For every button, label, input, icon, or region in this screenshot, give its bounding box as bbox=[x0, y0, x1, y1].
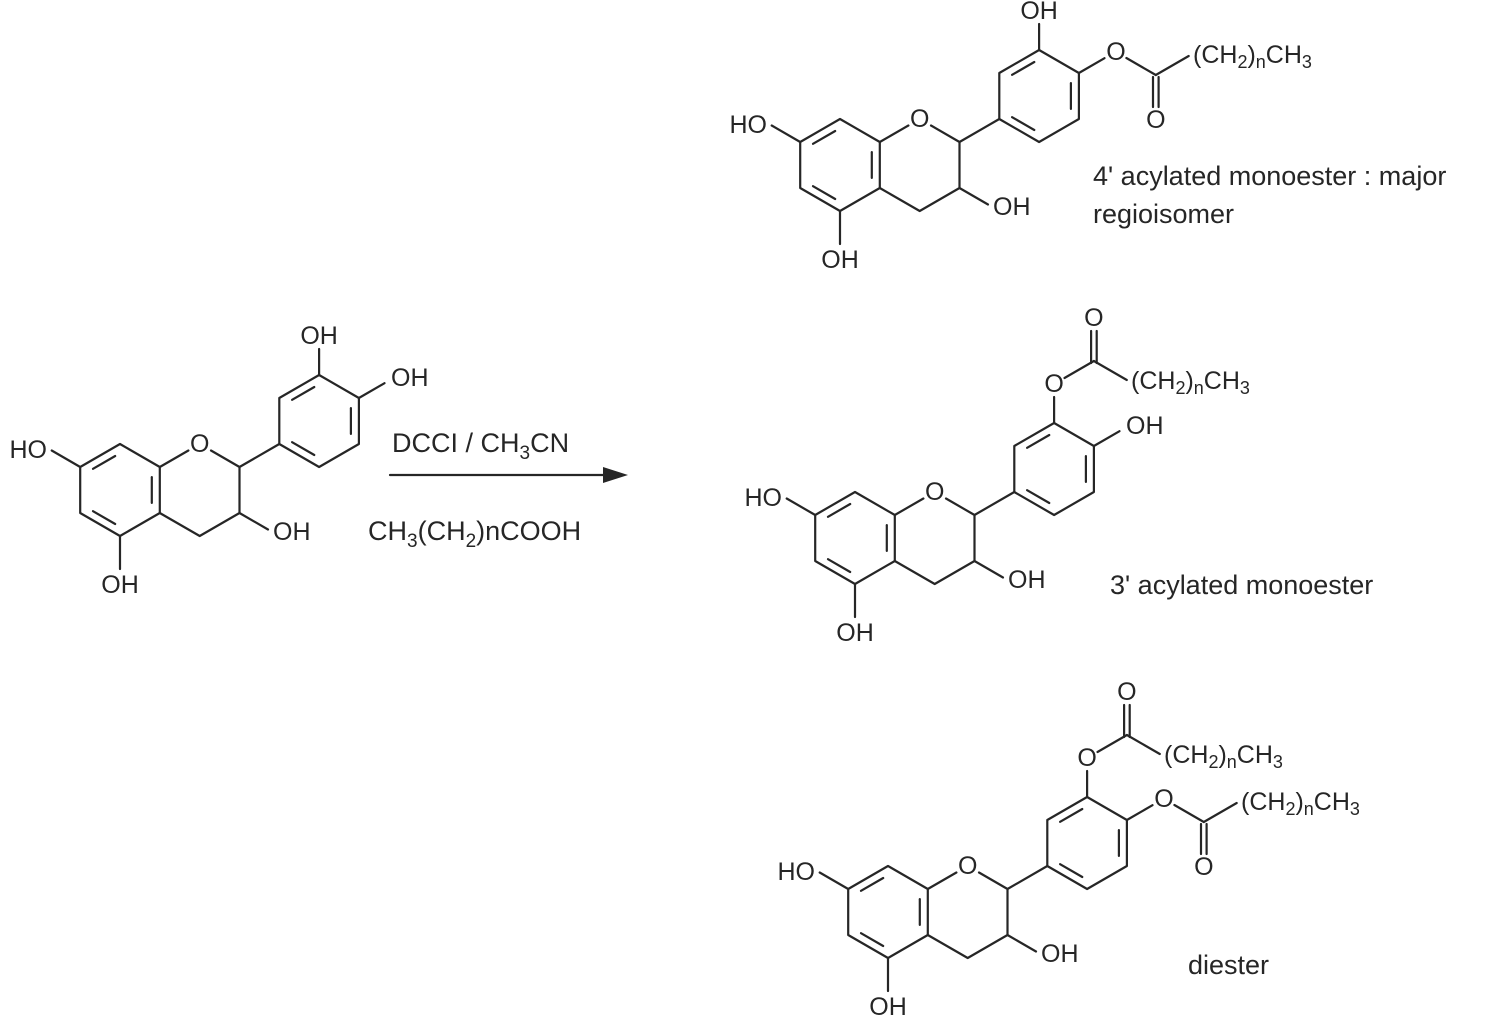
product1-label-line2: regioisomer bbox=[1093, 199, 1234, 229]
hydroxyl-3prime-group bbox=[299, 320, 339, 377]
product1-label-line1: 4' acylated monoester : major bbox=[1093, 161, 1446, 191]
flavan-core bbox=[8, 373, 360, 601]
reactant-catechin-structure bbox=[8, 320, 430, 601]
product2-label: 3' acylated monoester bbox=[1110, 570, 1373, 600]
product3-label: diester bbox=[1188, 950, 1269, 980]
flavan-core bbox=[776, 795, 1129, 1020]
flavan-core bbox=[743, 421, 1096, 649]
product3-diester-structure bbox=[776, 676, 1362, 1020]
hydroxyl-3prime-group bbox=[1019, 0, 1059, 52]
ester-3prime-group bbox=[1043, 302, 1252, 425]
reagent-line2: CH3(CH2)nCOOH bbox=[368, 516, 581, 552]
hydroxyl-4prime-group bbox=[357, 362, 430, 400]
reaction-conditions: DCCI / CH3CN CH3(CH2)nCOOH bbox=[368, 428, 628, 552]
ester-4prime-group bbox=[1125, 783, 1362, 883]
flavan-core bbox=[728, 48, 1081, 276]
hydroxyl-4prime-group bbox=[1092, 410, 1165, 448]
product1-4prime-monoester-structure bbox=[728, 0, 1314, 276]
reaction-arrow-head bbox=[603, 467, 628, 483]
ester-4prime-group bbox=[1077, 36, 1314, 136]
reagent-line1: DCCI / CH3CN bbox=[392, 428, 569, 464]
ester-3prime-group bbox=[1076, 676, 1285, 799]
